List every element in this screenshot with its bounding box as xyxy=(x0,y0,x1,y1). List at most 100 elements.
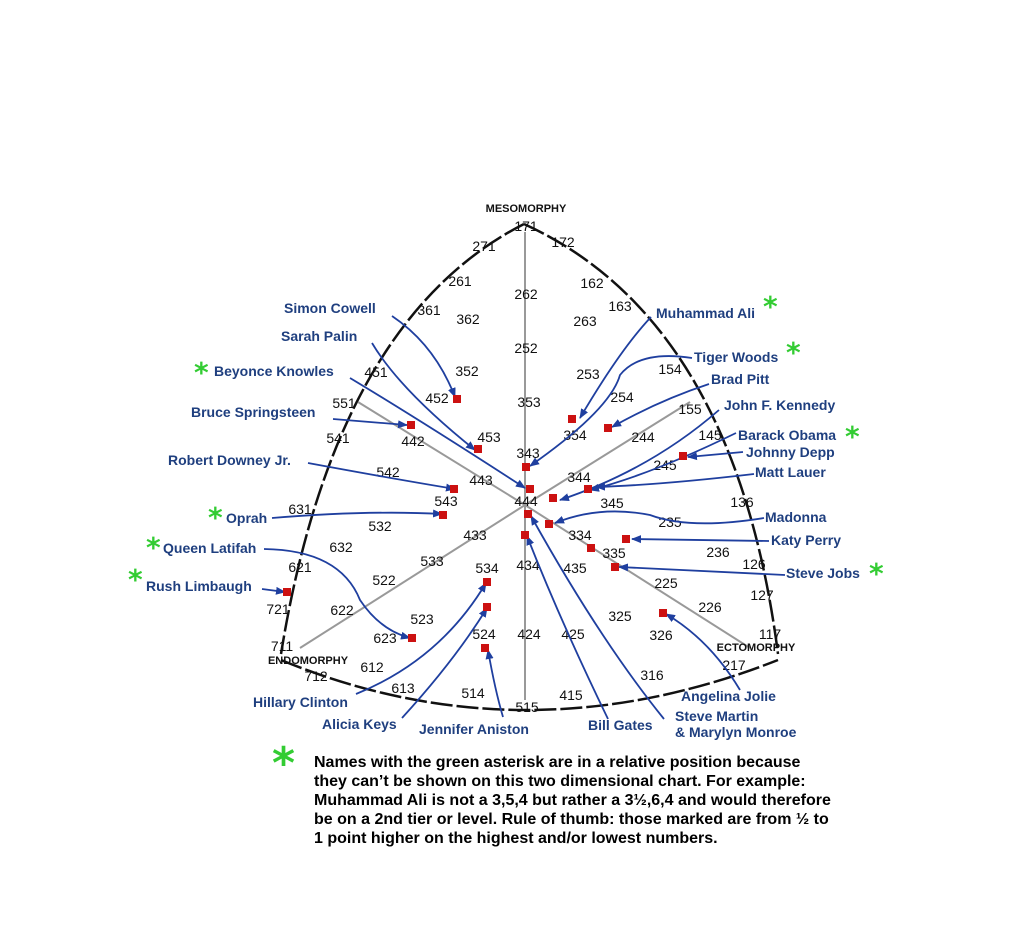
num-263: 263 xyxy=(573,313,597,329)
num-172: 172 xyxy=(551,234,575,250)
marker-center xyxy=(524,510,532,518)
arrow-downey xyxy=(307,462,456,492)
num-352: 352 xyxy=(455,363,479,379)
axis-line-ecto xyxy=(524,504,751,649)
person-names: Simon Cowell Sarah Palin Beyonce Knowles… xyxy=(146,300,860,740)
name-bill-gates: Bill Gates xyxy=(588,717,653,733)
num-444: 444 xyxy=(514,493,538,509)
chart-outline-bottom xyxy=(280,658,779,712)
num-621: 621 xyxy=(288,559,312,575)
name-jennifer-aniston: Jennifer Aniston xyxy=(419,721,529,737)
marker-angelina xyxy=(659,609,667,617)
num-453: 453 xyxy=(477,429,501,445)
asterisk-queen-latifah: * xyxy=(146,531,161,564)
num-217: 217 xyxy=(722,657,746,673)
num-236: 236 xyxy=(706,544,730,560)
marker-obama xyxy=(587,544,595,552)
name-beyonce-knowles: Beyonce Knowles xyxy=(214,363,334,379)
num-163: 163 xyxy=(608,298,632,314)
name-oprah: Oprah xyxy=(226,510,267,526)
arrow-springsteen xyxy=(332,418,408,429)
num-226: 226 xyxy=(698,599,722,615)
arrows xyxy=(261,315,786,720)
num-442: 442 xyxy=(401,433,425,449)
arrow-madonna xyxy=(554,510,765,525)
name-tiger-woods: Tiger Woods xyxy=(694,349,778,365)
num-632: 632 xyxy=(329,539,353,555)
num-613: 613 xyxy=(391,680,415,696)
num-345: 345 xyxy=(600,495,624,511)
arrow-rush-limbaugh xyxy=(261,586,286,595)
name-sarah-palin: Sarah Palin xyxy=(281,328,357,344)
num-253: 253 xyxy=(576,366,600,382)
arrow-tiger-woods xyxy=(529,355,693,467)
num-343: 343 xyxy=(516,445,540,461)
num-225: 225 xyxy=(654,575,678,591)
num-155: 155 xyxy=(678,401,702,417)
marker-alicia-keys xyxy=(483,603,491,611)
name-robert-downey: Robert Downey Jr. xyxy=(168,452,291,468)
asterisk-steve-jobs: * xyxy=(869,557,884,590)
marker-jennifer-aniston xyxy=(481,644,489,652)
num-326: 326 xyxy=(649,627,673,643)
num-262: 262 xyxy=(514,286,538,302)
arrow-jfk xyxy=(559,409,720,501)
marker-hillary xyxy=(483,578,491,586)
arrow-sarah-palin xyxy=(371,342,476,451)
asterisk-muhammad-ali: * xyxy=(763,290,778,323)
name-hillary-clinton: Hillary Clinton xyxy=(253,694,348,710)
num-361: 361 xyxy=(417,302,441,318)
num-261: 261 xyxy=(448,273,472,289)
num-335: 335 xyxy=(602,545,626,561)
num-433: 433 xyxy=(463,527,487,543)
marker-springsteen xyxy=(407,421,415,429)
name-steve-jobs: Steve Jobs xyxy=(786,565,860,581)
asterisk-beyonce: * xyxy=(194,356,209,389)
axis-line-endo xyxy=(299,504,526,649)
num-543: 543 xyxy=(434,493,458,509)
num-344: 344 xyxy=(567,469,591,485)
num-154: 154 xyxy=(658,361,682,377)
arrow-hillary xyxy=(355,582,487,695)
num-631: 631 xyxy=(288,501,312,517)
asterisk-oprah: * xyxy=(208,501,223,534)
marker-steve-jobs xyxy=(611,563,619,571)
num-162: 162 xyxy=(580,275,604,291)
name-matt-lauer: Matt Lauer xyxy=(755,464,826,480)
num-117: 117 xyxy=(759,626,782,642)
axis-line-upper-left xyxy=(357,401,526,506)
num-523: 523 xyxy=(410,611,434,627)
marker-brad-pitt xyxy=(604,424,612,432)
num-711: 711 xyxy=(271,638,294,654)
marker-bill-gates xyxy=(521,531,529,539)
num-443: 443 xyxy=(469,472,493,488)
num-435: 435 xyxy=(563,560,587,576)
name-bruce-springsteen: Bruce Springsteen xyxy=(191,404,315,420)
axis-label-endomorphy: ENDOMORPHY xyxy=(268,655,349,667)
num-334: 334 xyxy=(568,527,592,543)
arrow-johnny-depp xyxy=(687,451,744,461)
num-451: 451 xyxy=(364,364,388,380)
chart-outline-right xyxy=(523,222,780,655)
num-434: 434 xyxy=(516,557,540,573)
note-text: Names with the green asterisk are in a r… xyxy=(314,754,831,847)
arrow-beyonce xyxy=(349,377,526,489)
marker-matt-lauer xyxy=(584,485,592,493)
num-622: 622 xyxy=(330,602,354,618)
marker-muhammad-ali xyxy=(568,415,576,423)
num-524: 524 xyxy=(472,626,496,642)
num-252: 252 xyxy=(514,340,538,356)
markers xyxy=(283,395,687,652)
marker-sarah-palin xyxy=(474,445,482,453)
arrow-bill-gates xyxy=(526,535,609,720)
somatotype-numbers: 171 271 172 261 162 163 262 361 362 263 … xyxy=(266,218,781,715)
num-721: 721 xyxy=(266,601,290,617)
num-541: 541 xyxy=(326,430,350,446)
name-steve-martin: Steve Martin xyxy=(675,708,758,724)
arrow-steve-jobs xyxy=(618,563,786,576)
marker-johnny-depp xyxy=(679,452,687,460)
chart-outline-left xyxy=(279,222,525,655)
num-136: 136 xyxy=(730,494,754,510)
asterisk-rush-limbaugh: * xyxy=(128,563,143,596)
